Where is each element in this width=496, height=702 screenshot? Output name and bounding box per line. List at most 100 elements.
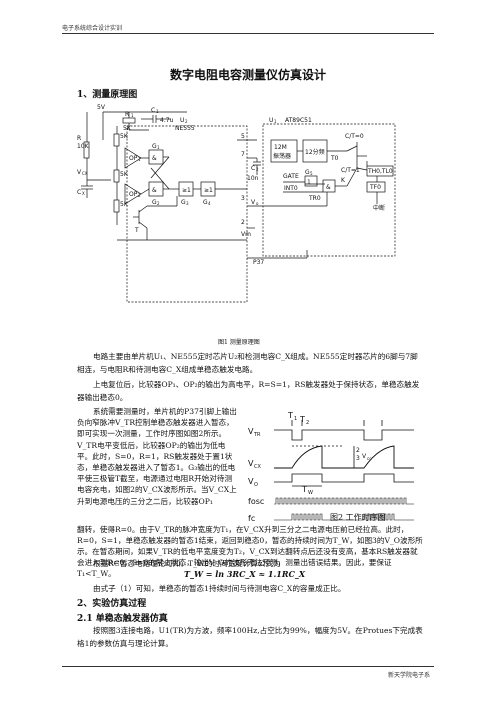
svg-text:fc: fc [248, 514, 255, 523]
svg-text:12分频: 12分频 [305, 148, 325, 156]
svg-text:&: & [326, 184, 331, 191]
svg-text:INT0: INT0 [284, 185, 298, 192]
svg-text:5K: 5K [123, 125, 132, 132]
svg-text:5K: 5K [120, 201, 129, 208]
svg-text:AT89C51: AT89C51 [285, 117, 312, 124]
svg-text:o: o [256, 201, 259, 206]
svg-text:T: T [134, 227, 139, 234]
svg-text:V: V [248, 459, 254, 468]
vtr-waveform [274, 429, 414, 441]
svg-text:V: V [77, 169, 82, 176]
svg-text:CX: CX [254, 464, 261, 470]
svg-text:振荡器: 振荡器 [273, 152, 291, 160]
svg-text:1: 1 [157, 145, 160, 150]
ne555-box [126, 125, 248, 303]
figure1-caption: 图1 测量原理图 [218, 339, 260, 346]
page-header-left: 电子系统综合设计实训 [62, 25, 123, 32]
svg-text:4: 4 [208, 201, 211, 206]
svg-text:2: 2 [138, 193, 141, 198]
footer-rule [62, 666, 434, 667]
svg-text:C: C [151, 107, 155, 114]
paragraph-2: 上电复位后，比较器OP₁、OP₂的输出为高电平，R=S=1，RS触发器处于保持状… [77, 380, 420, 402]
svg-text:T: T [299, 415, 305, 424]
svg-text:1: 1 [138, 157, 141, 162]
svg-text:C: C [77, 189, 81, 196]
svg-text:1: 1 [156, 109, 159, 114]
svg-text:GATE: GATE [283, 173, 299, 180]
svg-text:TH0,TL0: TH0,TL0 [367, 168, 393, 175]
r1-resistor [122, 117, 136, 124]
svg-text:2: 2 [356, 447, 360, 454]
svg-text:1: 1 [274, 119, 277, 124]
paragraph-1: 电路主要由单片机U₁、NE555定时芯片U₂和检测电容C_X组成。NE555定时… [77, 352, 418, 374]
svg-text:G: G [305, 169, 310, 176]
svg-text:TR0: TR0 [308, 195, 321, 202]
svg-text:cc: cc [367, 456, 371, 461]
svg-text:&: & [152, 155, 157, 162]
svg-text:G: G [152, 199, 157, 206]
svg-text:5: 5 [310, 171, 313, 176]
svg-text:G: G [152, 143, 157, 150]
header-rule [62, 33, 434, 34]
page-title: 数字电阻电容测量仪仿真设计 [169, 68, 326, 82]
svg-text:2: 2 [185, 119, 188, 124]
svg-text:C/T=1: C/T=1 [341, 167, 360, 174]
equation: T_W = ln 3RC_X ≈ 1.1RC_X [184, 569, 306, 579]
svg-text:2: 2 [157, 201, 160, 206]
figure2-caption: 图2 工作时序图 [330, 513, 386, 522]
paragraph-3b: 翻转，使得R=0。由于V_TR的脉冲宽度为T₁，在V_CX升到三分之二电源电压前… [77, 525, 423, 578]
svg-text:T: T [287, 411, 293, 420]
svg-text:5K: 5K [120, 171, 129, 178]
section-heading-1: 1、测量原理图 [77, 90, 138, 100]
svg-text:G: G [203, 199, 208, 206]
svg-text:3: 3 [356, 455, 360, 462]
fc-waveform [274, 513, 414, 521]
page-footer-right: 新天学院电子系 [388, 672, 431, 679]
svg-text:C/T=0: C/T=0 [345, 133, 364, 140]
svg-text:1: 1 [131, 113, 134, 118]
svg-text:Vm: Vm [241, 231, 251, 238]
svg-text:P37: P37 [253, 259, 264, 266]
paragraph-3: 系统需要测量时，单片机的P37引脚上输出负向窄脉冲V_TR控制单稳态触发器进入暂… [77, 407, 237, 506]
svg-text:V: V [362, 453, 367, 460]
svg-text:O: O [254, 482, 258, 488]
vcx-waveform [274, 445, 414, 469]
svg-text:≥1: ≥1 [204, 187, 213, 194]
svg-text:10n: 10n [247, 175, 259, 182]
svg-text:&: & [152, 187, 157, 194]
svg-text:5K: 5K [120, 133, 129, 140]
svg-text:C: C [251, 165, 255, 172]
svg-text:4.7u: 4.7u [160, 117, 174, 124]
svg-text:1: 1 [307, 179, 311, 186]
svg-text:V: V [248, 427, 254, 436]
svg-text:2: 2 [241, 219, 245, 226]
svg-text:3: 3 [241, 195, 245, 202]
svg-text:OP: OP [129, 155, 138, 162]
section-heading-2: 2、实验仿真过程 [77, 599, 147, 609]
svg-text:X: X [82, 191, 85, 196]
svg-text:R: R [77, 135, 81, 142]
svg-text:K: K [341, 177, 346, 184]
svg-text:U: U [269, 117, 273, 124]
svg-text:12M: 12M [274, 144, 287, 151]
svg-text:5V: 5V [97, 104, 106, 111]
svg-text:R: R [125, 111, 129, 118]
svg-text:1: 1 [294, 416, 297, 422]
svg-text:NE555: NE555 [175, 125, 195, 132]
paragraph-6: 按照图3连接电路，U1(TR)为方波，频率100Hz,占空比为99%，幅度为5V… [77, 626, 423, 648]
svg-text:7: 7 [241, 151, 245, 158]
r-external [83, 141, 90, 159]
paragraph-4: 根据RC暂态电路理论可知，T_W的时间宽度计算公式为 [93, 559, 281, 568]
svg-text:T0: T0 [330, 155, 339, 162]
svg-text:2: 2 [256, 167, 259, 172]
svg-text:U: U [180, 117, 184, 124]
svg-text:TR: TR [253, 432, 261, 438]
svg-text:fosc: fosc [248, 497, 264, 506]
paragraph-5: 由式子（1）可知，单稳态的暂态1持续时间与待测电容C_X的容量成正比。 [93, 584, 346, 593]
svg-text:3: 3 [186, 201, 189, 206]
at89c51-box [262, 123, 396, 257]
svg-text:2: 2 [306, 420, 309, 426]
svg-text:中断: 中断 [373, 204, 385, 212]
